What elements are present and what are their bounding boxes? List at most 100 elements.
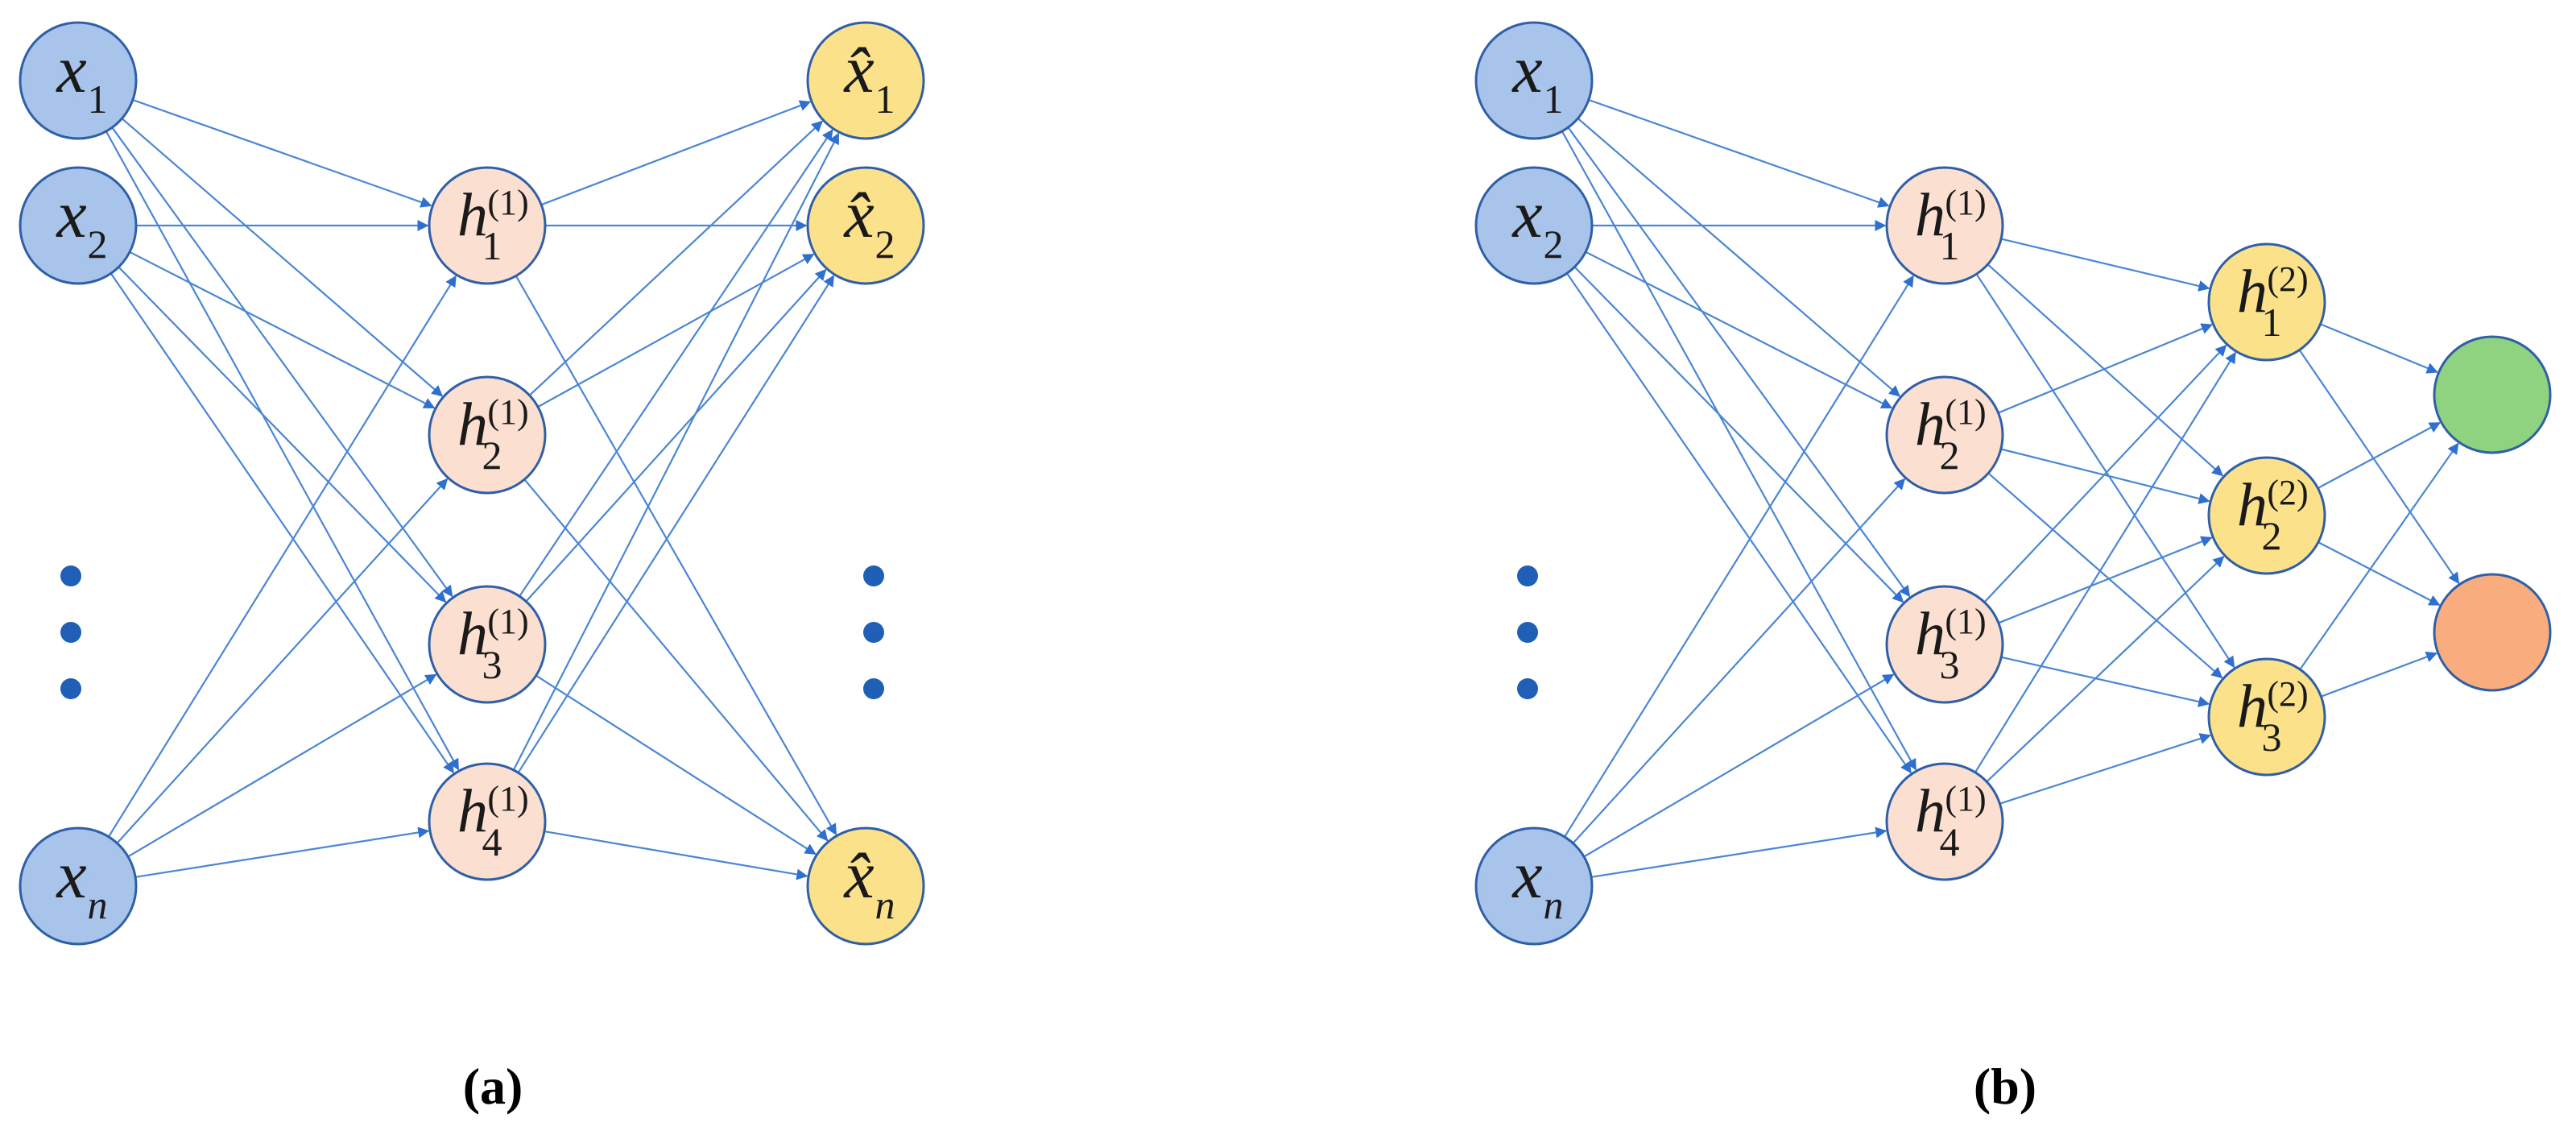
panel-b-hidden2-node-circle [2207, 456, 2326, 575]
edge-hidden1-to-hidden2 [1987, 472, 2223, 679]
panel-a-hidden-node-circle [428, 585, 547, 704]
panel-b-hidden1-node: h4(1) [1885, 762, 2004, 881]
panel-a-input-node-subscript: n [88, 882, 108, 927]
panel-b-hidden1-node-label: h [1915, 391, 1945, 458]
panel-b-hidden1-node-subscript: 4 [1940, 819, 1960, 864]
panel-a-hidden-node-superscript: (1) [487, 392, 528, 432]
edge-input-to-hidden1 [1583, 673, 1895, 858]
panel-b-class-node-orange [2433, 573, 2552, 692]
edge-input-to-hidden [105, 130, 460, 771]
panel-b-class-node-orange-circle [2433, 573, 2552, 692]
panel-a-output-node-label: x̂ [842, 32, 874, 107]
panel-a-output-node-circle [806, 166, 925, 285]
panel-b-hidden1-node-circle [1885, 585, 2004, 704]
edge-input-to-hidden1 [1564, 275, 1914, 838]
panel-a-ellipsis-dot [60, 565, 81, 586]
edge-hidden2-to-class [2318, 541, 2441, 606]
edge-hidden1-to-hidden2 [1983, 344, 2227, 603]
edge-hidden1-to-hidden2 [1999, 733, 2211, 805]
panel-a-hidden-node-subscript: 2 [482, 433, 502, 478]
edge-hidden2-to-class [2321, 651, 2438, 698]
panel-b-hidden1-node-subscript: 1 [1940, 223, 1960, 268]
edge-hidden-to-output [523, 478, 829, 842]
panel-b-hidden2-node-circle [2207, 242, 2326, 362]
edge-input-to-hidden1 [1572, 478, 1906, 844]
panel-a-hidden-node-label: h [457, 181, 488, 249]
panel-b-hidden2-node: h1(2) [2207, 242, 2326, 362]
panel-a-hidden-node-subscript: 3 [482, 642, 502, 687]
edge-hidden-to-output [544, 831, 808, 880]
edge-hidden-to-output [540, 100, 812, 206]
panel-a-hidden-node-circle [428, 375, 547, 495]
panel-b-hidden1-node-superscript: (1) [1945, 779, 1986, 818]
captions-layer: (a)(b) [463, 1058, 2036, 1115]
panel-a-hidden-node-label: h [457, 600, 488, 668]
edge-input-to-hidden [132, 98, 432, 208]
panel-b-class-node-green [2433, 335, 2552, 454]
panel-a-hidden-node-subscript: 4 [482, 819, 502, 864]
panel-a-input-node-label: x [55, 838, 86, 913]
panel-a-hidden-node-circle [428, 762, 547, 881]
panel-b-hidden2-node-subscript: 3 [2262, 715, 2282, 760]
edge-hidden2-to-class [2298, 349, 2460, 585]
edge-hidden1-to-hidden2 [2000, 238, 2210, 292]
panel-b-input-node-circle [1474, 21, 1594, 140]
edge-hidden2-to-class [2320, 323, 2438, 374]
panel-a-hidden-node-superscript: (1) [487, 183, 528, 222]
panel-b-hidden1-node: h3(1) [1885, 585, 2004, 704]
edge-hidden1-to-hidden2 [1986, 556, 2225, 783]
panel-b-hidden2-node: h3(2) [2207, 657, 2326, 777]
edge-input-to-hidden [107, 275, 457, 838]
panel-b-ellipsis-dot [1517, 565, 1538, 586]
panel-b-hidden1-node-circle [1885, 762, 2004, 881]
edge-hidden-to-output [535, 674, 817, 855]
panel-b-caption: (b) [1974, 1058, 2036, 1115]
panel-a-output-node: x̂1 [806, 21, 925, 140]
edge-input-to-hidden [118, 266, 447, 603]
panel-b-hidden1-node-subscript: 2 [1940, 433, 1960, 478]
edge-input-to-hidden [111, 126, 453, 598]
panel-b-ellipsis-dot [1517, 622, 1538, 643]
panel-a-input-node-circle [19, 826, 138, 946]
edge-input-to-hidden [127, 673, 437, 858]
panel-a-output-node-label: x̂ [842, 838, 874, 913]
panel-a-output-node: x̂2 [806, 166, 925, 285]
panel-a-input-node-label: x [55, 32, 86, 107]
edge-hidden-to-output [528, 120, 824, 396]
edge-hidden1-to-hidden2 [1998, 323, 2213, 414]
panel-b-hidden2-node-label: h [2237, 673, 2268, 740]
edge-input-to-hidden [110, 272, 455, 774]
panel-a-output-node-circle [806, 21, 925, 140]
edge-hidden-to-output [525, 268, 827, 603]
panel-a-input-node-subscript: 2 [88, 222, 108, 267]
panel-a-hidden-node-circle [428, 166, 547, 285]
panel-a-output-node-subscript: n [875, 882, 895, 927]
panel-a-input-node-circle [19, 166, 138, 285]
panel-b-class-node-green-circle [2433, 335, 2552, 454]
edge-input-to-hidden [129, 251, 436, 409]
panel-b-hidden2-node-subscript: 2 [2262, 513, 2282, 558]
panel-a-output-node-subscript: 2 [875, 222, 895, 267]
panel-b-hidden1-node-subscript: 3 [1940, 642, 1960, 687]
panel-b-input-node-label: x [1511, 838, 1542, 913]
edge-hidden2-to-class [2317, 421, 2442, 489]
panel-b-hidden2-node-subscript: 1 [2262, 300, 2282, 345]
panel-b-hidden1-node-label: h [1915, 600, 1945, 668]
panel-a-ellipsis-dot [60, 678, 81, 699]
panel-b-input-node-circle [1474, 826, 1594, 946]
edge-input-to-hidden1 [1567, 126, 1911, 598]
edge-input-to-hidden1 [1561, 130, 1917, 771]
edge-hidden-to-output [512, 132, 840, 771]
panel-a-hidden-node: h2(1) [428, 375, 547, 495]
edge-input-to-hidden1 [1588, 98, 1890, 208]
panel-a-hidden-node: h3(1) [428, 585, 547, 704]
panel-b-hidden2-node-superscript: (2) [2267, 473, 2308, 512]
panel-b-hidden1-node-superscript: (1) [1945, 183, 1986, 222]
